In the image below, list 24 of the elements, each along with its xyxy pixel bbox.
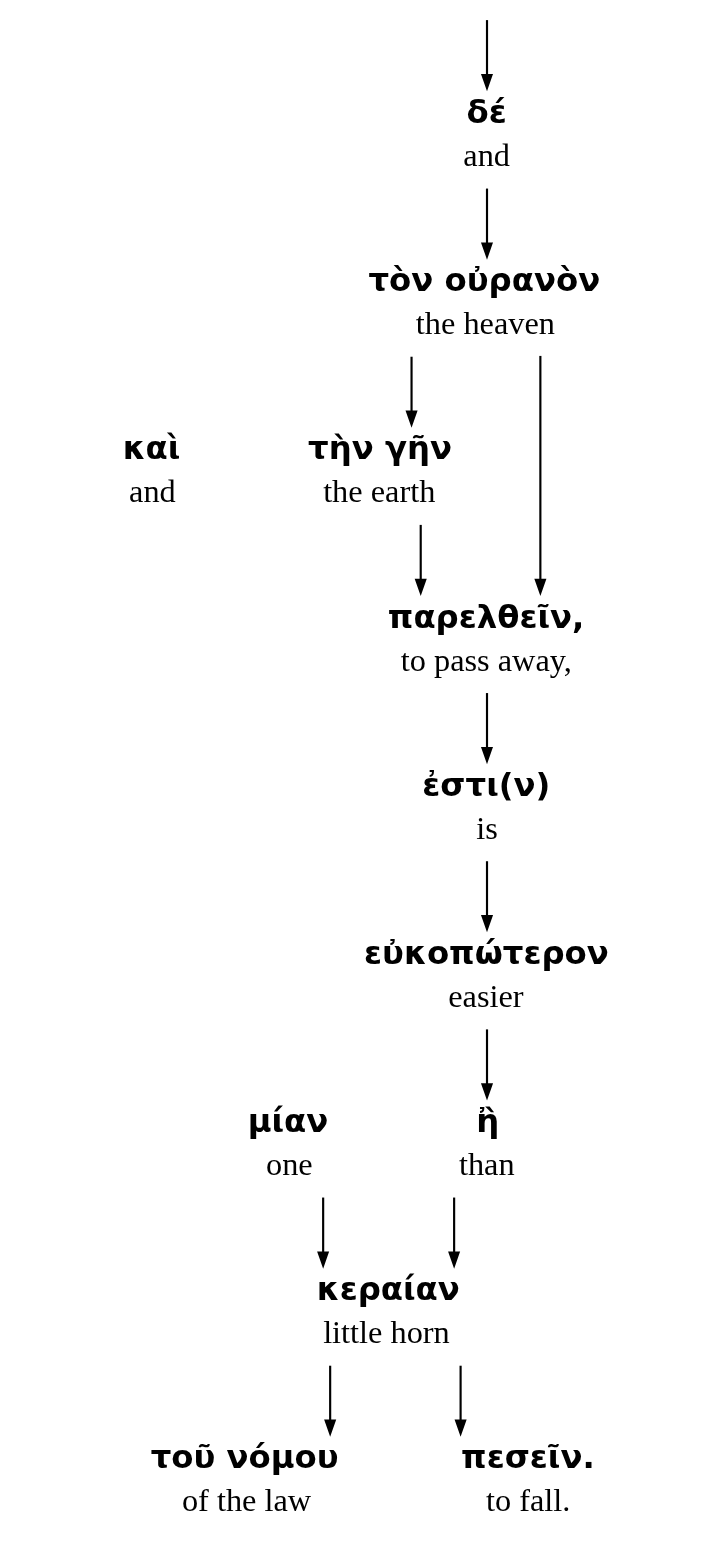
arrow <box>448 1197 461 1269</box>
node-text: τοῦ νόμου of the law <box>150 1438 339 1519</box>
node-text: καὶ and <box>122 429 181 510</box>
node-text: τὸν οὐρανὸν the heaven <box>368 261 601 342</box>
node-text: εὐκοπώτερον easier <box>364 933 609 1014</box>
arrow <box>317 1197 330 1269</box>
arrow <box>480 188 494 260</box>
node-text: πεσεῖν. to fall. <box>461 1438 595 1519</box>
node-text: ἢ than <box>458 1102 515 1183</box>
node-text: παρελθεῖν, to pass away, <box>387 597 585 678</box>
node-text: δέ and <box>463 93 510 174</box>
arrow <box>414 524 427 597</box>
arrow <box>480 20 494 92</box>
node-text: ἐστι(ν) is <box>422 765 551 846</box>
node-text: τὴν γῆν the earth <box>308 429 453 510</box>
arrow <box>454 1365 467 1437</box>
arrow <box>534 355 547 597</box>
arrow <box>480 693 494 765</box>
arrow <box>324 1365 337 1437</box>
node-text: μίαν one <box>247 1102 329 1183</box>
arrow <box>480 1029 494 1101</box>
arrow <box>405 356 418 428</box>
node-text: κεραίαν little horn <box>316 1270 460 1351</box>
arrow <box>480 861 494 933</box>
